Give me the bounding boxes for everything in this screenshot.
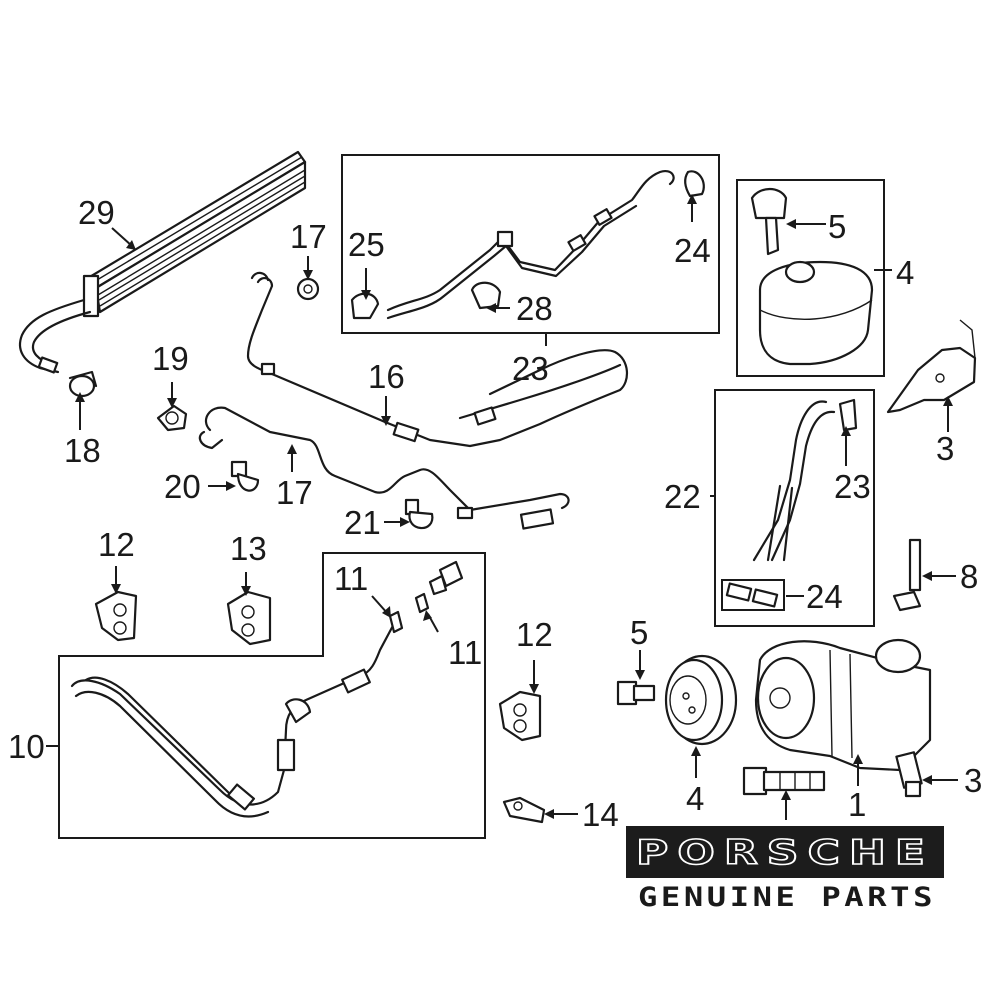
pump-1 (754, 638, 932, 772)
callout-22: 22 (664, 478, 701, 515)
bracket-12-right (498, 690, 542, 742)
callout-24: 24 (806, 578, 843, 615)
bracket-12-left (94, 590, 138, 642)
callout-18: 18 (64, 432, 101, 469)
callout-21: 21 (344, 504, 381, 541)
clamp-19 (156, 404, 188, 432)
callout-7: 3 (936, 430, 954, 467)
frame-hose-kit-25 (341, 154, 720, 334)
callout-11-left: 11 (334, 560, 368, 597)
cap-8 (750, 187, 788, 256)
hose-assembly-10 (70, 618, 398, 818)
callout-26: 24 (674, 232, 711, 269)
callout-16: 17 (290, 218, 327, 255)
clip-14 (502, 796, 546, 824)
hose-kit-25-contents (350, 170, 705, 320)
brand-tagline: GENUINE PARTS (638, 882, 936, 913)
callout-5-label: 5 (630, 614, 648, 651)
callout-14: 14 (582, 796, 619, 833)
pressure-line-17 (198, 406, 570, 530)
callout-1: 1 (848, 786, 866, 823)
pulley-4 (664, 654, 738, 746)
sensor-9 (892, 538, 922, 612)
leader-arrowheads (75, 194, 953, 819)
callout-29: 29 (78, 194, 115, 231)
callout-25: 23 (512, 350, 549, 387)
callout-12-right: 12 (516, 616, 553, 653)
callout-9: 8 (960, 558, 978, 595)
frame-hose-kit-22 (714, 389, 875, 627)
bracket-13 (226, 590, 272, 646)
bolt-5 (616, 680, 656, 706)
callout-20: 20 (164, 468, 201, 505)
bolt-3 (895, 751, 923, 798)
clamp-18 (68, 370, 98, 398)
brand-logo: PORSCHE GENUINE PARTS (626, 826, 944, 913)
hose-kit-22-contents (721, 398, 858, 611)
callout-15: 16 (368, 358, 405, 395)
callout-10: 10 (8, 728, 45, 765)
washer-16 (296, 277, 320, 301)
callout-3-label: 3 (964, 762, 982, 799)
frame-hose-assembly-10 (58, 552, 486, 839)
callout-6: 4 (896, 254, 914, 291)
o-ring-11 (388, 592, 430, 634)
frame-reservoir-6 (736, 179, 885, 377)
callout-8: 5 (828, 208, 846, 245)
callout-13: 13 (230, 530, 267, 567)
logo-bar (626, 826, 944, 878)
reservoir-6 (758, 260, 874, 366)
callout-23-label: 23 (834, 468, 871, 505)
bolt-11-group (428, 560, 464, 596)
callout-12-left: 12 (98, 526, 135, 563)
clamp-20 (230, 460, 260, 492)
bolt-pump-mount (742, 766, 826, 796)
return-line-15 (246, 271, 628, 448)
callout-4: 4 (686, 780, 704, 817)
cooler-29 (18, 150, 307, 374)
brand-name: PORSCHE (636, 833, 934, 873)
callout-27: 25 (348, 226, 385, 263)
callout-11-right: 11 (448, 634, 482, 671)
callout-28: 28 (516, 290, 553, 327)
callout-19: 19 (152, 340, 189, 377)
callout-17-label: 17 (276, 474, 313, 511)
callout-numbers: 29 17 25 28 24 5 4 23 3 19 18 16 19 17 2… (8, 194, 982, 833)
bracket-7 (886, 319, 977, 414)
clamp-21 (404, 498, 434, 530)
